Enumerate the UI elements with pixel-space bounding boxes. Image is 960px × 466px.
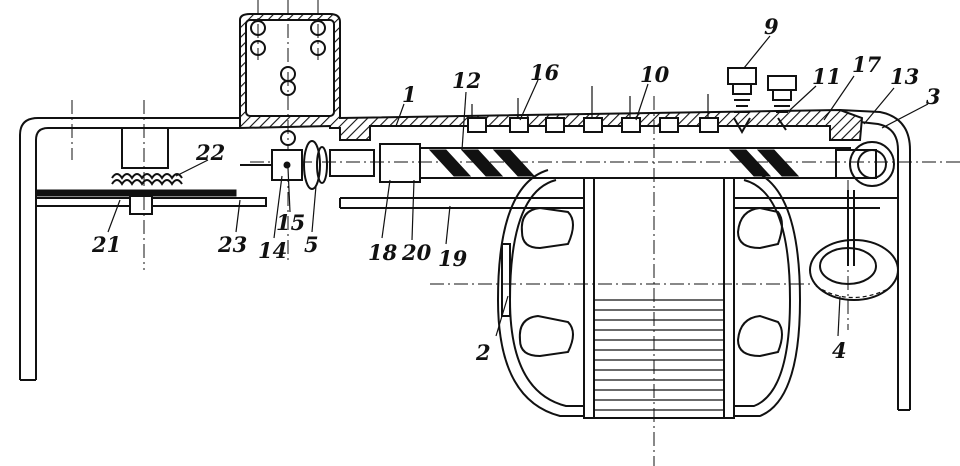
motor-coil (430, 96, 830, 466)
callout-21: 21 (91, 232, 121, 257)
leader-lines (107, 35, 929, 337)
callout-11: 11 (812, 64, 841, 89)
bracket-holes (250, 0, 326, 260)
callout-1: 1 (402, 82, 417, 107)
callout-16: 16 (530, 60, 560, 85)
callout-15: 15 (276, 210, 305, 235)
callout-labels: 1 12 16 10 9 11 17 13 3 22 21 23 14 15 5… (91, 14, 941, 365)
dial-4 (809, 180, 899, 330)
callout-22: 22 (195, 140, 225, 165)
callout-10: 10 (640, 62, 670, 87)
callout-4: 4 (832, 338, 847, 363)
callout-19: 19 (438, 246, 468, 271)
callout-20: 20 (401, 240, 432, 265)
spring-and-lever (35, 100, 267, 270)
worm-shaft (250, 141, 960, 187)
callout-13: 13 (890, 64, 919, 89)
callout-2: 2 (475, 340, 491, 365)
callout-14: 14 (258, 238, 287, 263)
callout-17: 17 (852, 52, 882, 77)
callout-23: 23 (217, 232, 247, 257)
callout-12: 12 (452, 68, 481, 93)
adjustment-screws (467, 86, 719, 133)
callout-5: 5 (304, 232, 319, 257)
callout-3: 3 (926, 84, 941, 109)
callout-18: 18 (368, 240, 398, 265)
contact-posts (727, 67, 797, 135)
left-gear-assembly (240, 140, 328, 190)
callout-9: 9 (764, 14, 779, 39)
